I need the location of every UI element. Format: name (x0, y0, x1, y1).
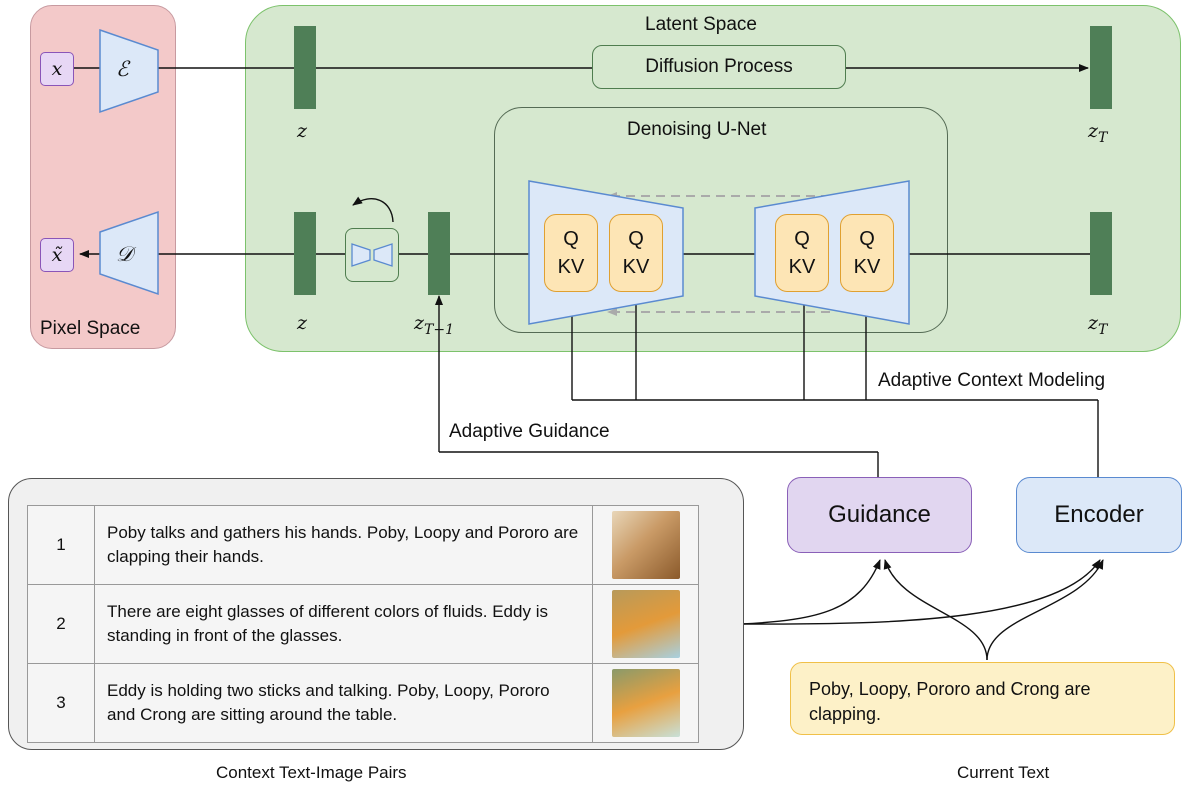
input-x-box: x (40, 52, 74, 86)
key-value-label: KV (557, 256, 585, 278)
latent-space-label: Latent Space (645, 14, 757, 35)
table-row: 1 Poby talks and gathers his hands. Poby… (27, 505, 699, 585)
context-image-thumbnail (611, 669, 680, 737)
context-caption: Context Text-Image Pairs (216, 763, 407, 782)
diffusion-process-box: Diffusion Process (592, 45, 846, 89)
input-x-symbol: x (51, 58, 63, 80)
current-text-caption: Current Text (957, 763, 1050, 782)
key-value-label: KV (853, 256, 881, 278)
key-value-label: KV (788, 256, 816, 278)
cross-attention-block-2: Q KV (609, 214, 663, 292)
denoising-unet-region (494, 107, 948, 333)
pixel-space-label: Pixel Space (40, 318, 141, 339)
zT-1-label: zT−1 (414, 312, 454, 338)
cross-attention-block-4: Q KV (840, 214, 894, 292)
image-encoder-symbol: ℰ (116, 57, 129, 81)
row-index: 2 (27, 584, 95, 664)
zT-label-bottom: zT (1088, 312, 1108, 338)
current-text-box: Poby, Loopy, Pororo and Crong are clappi… (790, 662, 1175, 735)
cross-attention-block-3: Q KV (775, 214, 829, 292)
scheduler-icon (351, 243, 393, 267)
z-label-top: z (297, 120, 308, 142)
key-value-label: KV (622, 256, 650, 278)
denoising-unet-label: Denoising U-Net (627, 119, 767, 140)
row-index: 1 (27, 505, 95, 585)
z-label-bottom: z (297, 312, 308, 334)
adaptive-guidance-label: Adaptive Guidance (449, 421, 610, 442)
guidance-box: Guidance (787, 477, 972, 553)
query-label: Q (563, 228, 579, 250)
table-row: 3 Eddy is holding two sticks and talking… (27, 663, 699, 743)
row-text: There are eight glasses of different col… (94, 584, 593, 664)
output-x-tilde-box: x̃ (40, 238, 74, 272)
context-pairs-table: 1 Poby talks and gathers his hands. Poby… (27, 505, 699, 743)
latent-zT-bottom (1090, 212, 1112, 295)
context-image-thumbnail (611, 590, 680, 658)
latent-zT-top (1090, 26, 1112, 109)
latent-z-bottom (294, 212, 316, 295)
query-label: Q (794, 228, 810, 250)
query-label: Q (859, 228, 875, 250)
latent-zT-1 (428, 212, 450, 295)
image-decoder-symbol: 𝒟 (116, 242, 133, 266)
table-row: 2 There are eight glasses of different c… (27, 584, 699, 664)
cross-attention-block-1: Q KV (544, 214, 598, 292)
output-x-tilde-symbol: x̃ (51, 244, 63, 266)
row-text: Eddy is holding two sticks and talking. … (94, 663, 593, 743)
adaptive-context-modeling-label: Adaptive Context Modeling (878, 370, 1106, 391)
scheduler-box (345, 228, 399, 282)
text-encoder-box: Encoder (1016, 477, 1182, 553)
image-decoder-shape (99, 210, 159, 296)
image-encoder-shape (99, 28, 159, 114)
zT-label-top: zT (1088, 120, 1108, 146)
latent-z-top (294, 26, 316, 109)
query-label: Q (628, 228, 644, 250)
row-index: 3 (27, 663, 95, 743)
row-text: Poby talks and gathers his hands. Poby, … (94, 505, 593, 585)
context-image-thumbnail (611, 511, 680, 579)
